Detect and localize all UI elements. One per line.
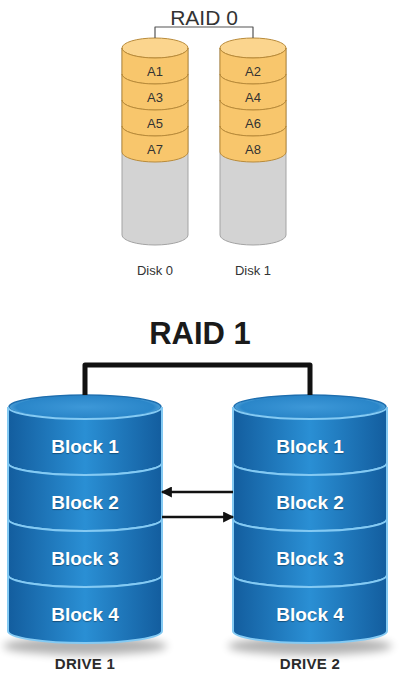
drive-cylinder: DRIVE 2Block 1Block 2Block 3Block 4 — [233, 395, 387, 643]
sync-arrow — [162, 516, 233, 519]
mirror-block: Block 4 — [233, 575, 387, 631]
block-band — [233, 519, 387, 587]
block-band — [233, 575, 387, 643]
block-label: A6 — [220, 110, 286, 136]
block-label: Block 1 — [8, 419, 162, 475]
raid-title: RAID 0 — [104, 6, 304, 30]
block-label: Block 3 — [233, 531, 387, 587]
mirror-block: Block 1 — [8, 407, 162, 463]
block-label: A1 — [122, 58, 188, 84]
block-band — [220, 100, 286, 136]
block-label: A5 — [122, 110, 188, 136]
mirror-block: Block 3 — [8, 519, 162, 575]
block-band — [122, 74, 188, 110]
block-label: A8 — [220, 136, 286, 162]
mirror-block: Block 3 — [233, 519, 387, 575]
disk-label: Disk 0 — [122, 262, 188, 278]
disk-cylinder: Disk 0A1A3A5A7 — [122, 38, 188, 245]
raid-title: RAID 1 — [100, 316, 300, 352]
block-band — [220, 74, 286, 110]
empty-space — [220, 48, 286, 245]
block-label: A3 — [122, 84, 188, 110]
block-band — [8, 463, 162, 531]
block-label: A7 — [122, 136, 188, 162]
drive-label: DRIVE 2 — [233, 652, 387, 674]
block-band — [8, 519, 162, 587]
block-label: Block 1 — [233, 419, 387, 475]
stripe-block: A1 — [122, 48, 188, 74]
block-band — [220, 126, 286, 162]
disk-label: Disk 1 — [220, 262, 286, 278]
block-band — [8, 575, 162, 643]
block-band — [122, 48, 188, 84]
stripe-block: A2 — [220, 48, 286, 74]
drive-label: DRIVE 1 — [8, 652, 162, 674]
block-band — [122, 100, 188, 136]
block-label: Block 4 — [233, 587, 387, 643]
bracket-connector — [85, 365, 310, 395]
block-band — [233, 407, 387, 475]
mirror-block: Block 1 — [233, 407, 387, 463]
mirror-block: Block 2 — [233, 463, 387, 519]
block-label: Block 2 — [8, 475, 162, 531]
block-label: Block 4 — [8, 587, 162, 643]
block-label: Block 2 — [233, 475, 387, 531]
drive-cylinder: DRIVE 1Block 1Block 2Block 3Block 4 — [8, 395, 162, 643]
block-band — [122, 126, 188, 162]
block-label: A2 — [220, 58, 286, 84]
empty-space — [122, 48, 188, 245]
mirror-block: Block 2 — [8, 463, 162, 519]
block-band — [8, 407, 162, 475]
block-label: Block 3 — [8, 531, 162, 587]
sync-arrow — [162, 491, 233, 494]
disk-cylinder: Disk 1A2A4A6A8 — [220, 38, 286, 245]
block-label: A4 — [220, 84, 286, 110]
block-band — [220, 48, 286, 84]
block-band — [233, 463, 387, 531]
mirror-block: Block 4 — [8, 575, 162, 631]
